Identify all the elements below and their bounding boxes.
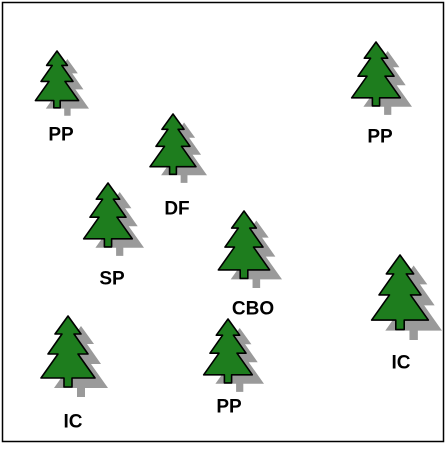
tree-species-label: PP	[367, 126, 393, 148]
tree-species-label: PP	[216, 396, 242, 418]
tree-species-label: SP	[99, 268, 125, 290]
tree-species-label: DF	[164, 198, 190, 220]
tree-species-label: PP	[48, 124, 74, 146]
tree-species-label: IC	[63, 411, 83, 433]
tree-species-label: CBO	[231, 298, 275, 320]
tree-species-label: IC	[391, 352, 411, 374]
